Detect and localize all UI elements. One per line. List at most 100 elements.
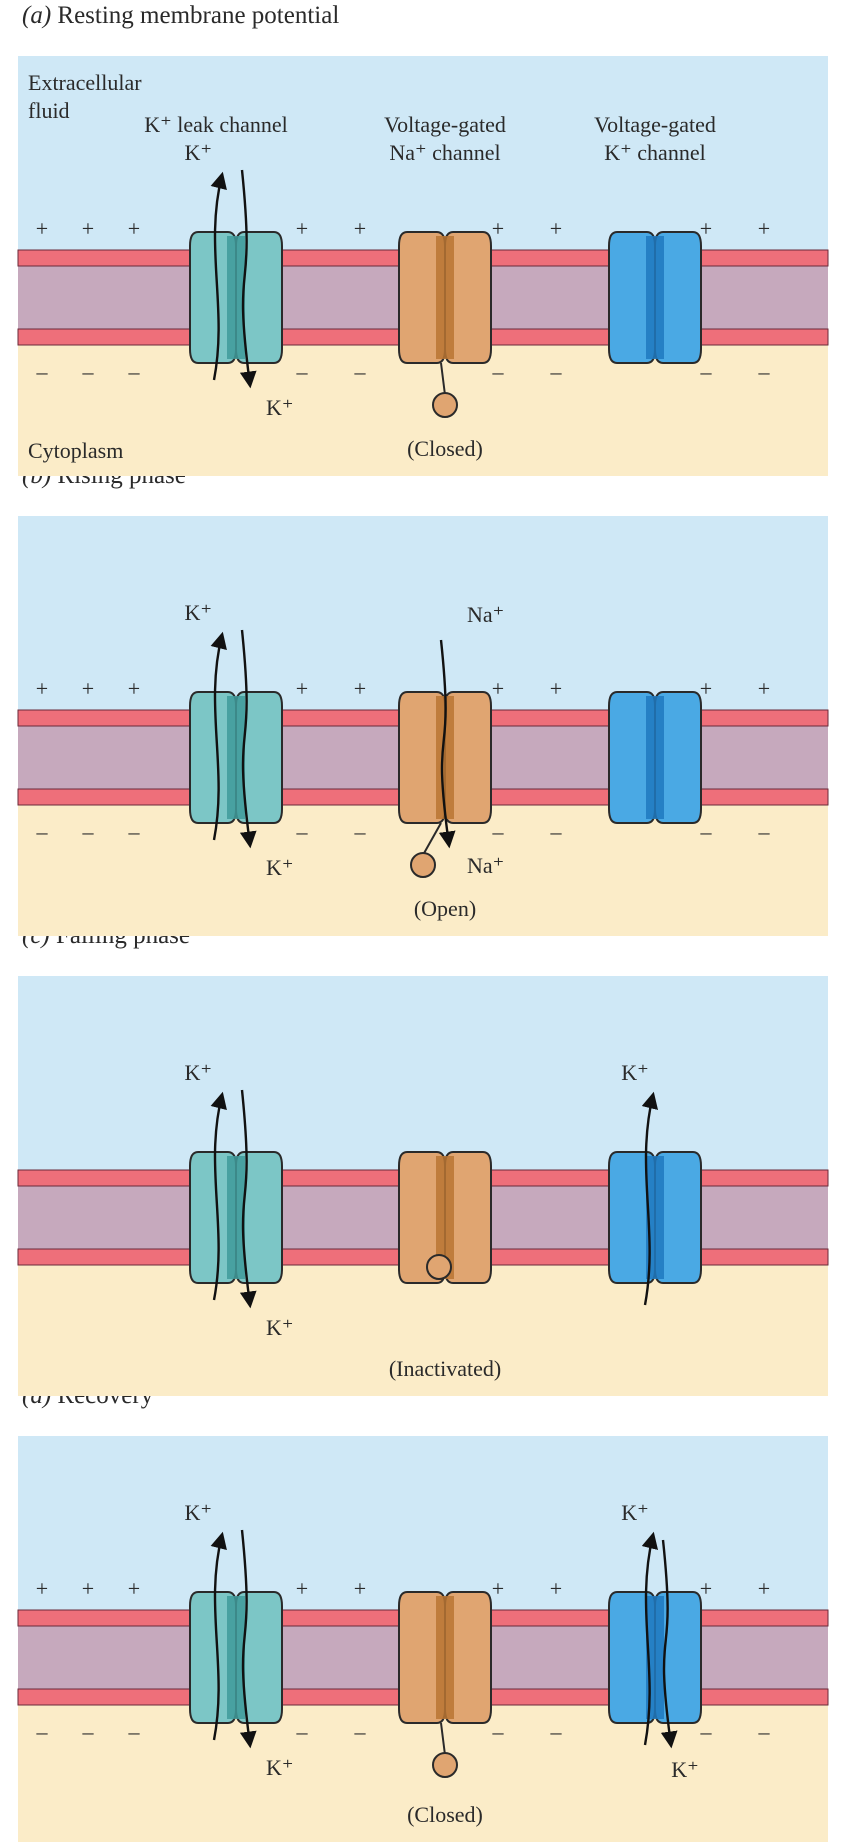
na-state-label: (Closed) xyxy=(407,436,483,461)
minus-charge: – xyxy=(36,359,49,384)
channel-pore xyxy=(227,1596,245,1719)
minus-charge: – xyxy=(758,819,771,844)
k-efflux-arrow xyxy=(210,1091,227,1301)
minus-charge: – xyxy=(82,1719,95,1744)
panel-a-title: (a) Resting membrane potential xyxy=(22,2,340,29)
na-channel-label: Voltage-gated xyxy=(384,112,506,137)
extracellular-region xyxy=(18,976,828,1170)
cytoplasm-label: Cytoplasm xyxy=(28,438,123,463)
plus-charge: + xyxy=(128,676,140,701)
voltage-gated-na-channel xyxy=(398,1591,492,1724)
plus-charge: + xyxy=(128,1576,140,1601)
minus-charge: – xyxy=(296,819,309,844)
plus-charge: + xyxy=(82,1576,94,1601)
k-leak-channel xyxy=(189,1591,283,1724)
voltage-gated-k-channel xyxy=(608,691,702,824)
plus-charge: + xyxy=(758,676,770,701)
plus-charge: + xyxy=(36,1576,48,1601)
inactivation-ball xyxy=(426,1254,452,1280)
k-influx-arrow xyxy=(239,1529,257,1749)
minus-charge: – xyxy=(700,1719,713,1744)
extracellular-label: Extracellular xyxy=(28,70,142,95)
voltage-gated-na-channel xyxy=(398,231,492,364)
k-leak-channel xyxy=(189,691,283,824)
channel-pore xyxy=(646,696,664,819)
k-leak-channel xyxy=(189,1151,283,1284)
na-channel-label: Na⁺ channel xyxy=(389,140,500,165)
extracellular-region xyxy=(18,1436,828,1610)
minus-charge: – xyxy=(128,359,141,384)
k-influx-arrow xyxy=(239,1089,257,1309)
leak-k-bottom-label: K⁺ xyxy=(266,1315,294,1340)
plus-charge: + xyxy=(296,676,308,701)
plus-charge: + xyxy=(36,676,48,701)
channel-pore xyxy=(227,236,245,359)
minus-charge: – xyxy=(296,1719,309,1744)
plus-charge: + xyxy=(758,216,770,241)
plus-charge: + xyxy=(354,216,366,241)
voltage-gated-k-channel xyxy=(608,231,702,364)
leak-k-top-label: K⁺ xyxy=(185,140,213,165)
plus-charge: + xyxy=(296,1576,308,1601)
voltage-gated-k-channel xyxy=(608,1151,702,1284)
inactivation-tether xyxy=(440,362,446,396)
leak-k-bottom-label: K⁺ xyxy=(266,395,294,420)
k-channel-label: K⁺ channel xyxy=(604,140,705,165)
k-gated-bottom-label: K⁺ xyxy=(671,1757,699,1782)
cytoplasm-region xyxy=(18,1705,828,1842)
minus-charge: – xyxy=(128,819,141,844)
panel-d: +++++++++–––––––––K⁺K⁺K⁺K⁺(Closed) xyxy=(17,1436,829,1842)
extracellular-region xyxy=(18,56,828,250)
extracellular-label: fluid xyxy=(28,98,70,123)
k-gated-influx-arrow xyxy=(660,1539,678,1749)
channel-pore xyxy=(646,236,664,359)
minus-charge: – xyxy=(550,819,563,844)
inactivation-ball xyxy=(432,1752,458,1778)
extracellular-region xyxy=(18,516,828,710)
minus-charge: – xyxy=(700,819,713,844)
plus-charge: + xyxy=(492,216,504,241)
plus-charge: + xyxy=(700,216,712,241)
plus-charge: + xyxy=(758,1576,770,1601)
plus-charge: + xyxy=(36,216,48,241)
na-influx-arrow xyxy=(438,639,456,849)
minus-charge: – xyxy=(354,359,367,384)
plus-charge: + xyxy=(82,676,94,701)
minus-charge: – xyxy=(492,1719,505,1744)
minus-charge: – xyxy=(758,1719,771,1744)
plus-charge: + xyxy=(550,1576,562,1601)
plus-charge: + xyxy=(700,676,712,701)
minus-charge: – xyxy=(36,819,49,844)
k-efflux-arrow xyxy=(210,171,227,381)
na-bottom-label: Na⁺ xyxy=(467,853,504,878)
leak-k-bottom-label: K⁺ xyxy=(266,1755,294,1780)
inactivation-tether xyxy=(422,822,442,856)
k-gated-top-label: K⁺ xyxy=(621,1060,649,1085)
inactivation-tether xyxy=(440,1722,446,1756)
minus-charge: – xyxy=(82,819,95,844)
k-gated-efflux-arrow xyxy=(641,1531,659,1746)
minus-charge: – xyxy=(354,1719,367,1744)
plus-charge: + xyxy=(354,676,366,701)
k-gated-top-label: K⁺ xyxy=(621,1500,649,1525)
na-state-label: (Open) xyxy=(414,896,476,921)
minus-charge: – xyxy=(700,359,713,384)
minus-charge: – xyxy=(550,1719,563,1744)
k-influx-arrow xyxy=(239,169,257,389)
plus-charge: + xyxy=(492,676,504,701)
minus-charge: – xyxy=(82,359,95,384)
cytoplasm-region xyxy=(18,1265,828,1396)
minus-charge: – xyxy=(492,819,505,844)
minus-charge: – xyxy=(36,1719,49,1744)
voltage-gated-k-channel xyxy=(608,1591,702,1724)
k-leak-channel xyxy=(189,231,283,364)
plus-charge: + xyxy=(296,216,308,241)
leak-channel-label: K⁺ leak channel xyxy=(144,112,288,137)
minus-charge: – xyxy=(492,359,505,384)
panel-a: +++++++++–––––––––K⁺K⁺(Closed)Extracellu… xyxy=(17,56,829,476)
leak-k-top-label: K⁺ xyxy=(185,1060,213,1085)
na-state-label: (Closed) xyxy=(407,1802,483,1827)
plus-charge: + xyxy=(550,216,562,241)
